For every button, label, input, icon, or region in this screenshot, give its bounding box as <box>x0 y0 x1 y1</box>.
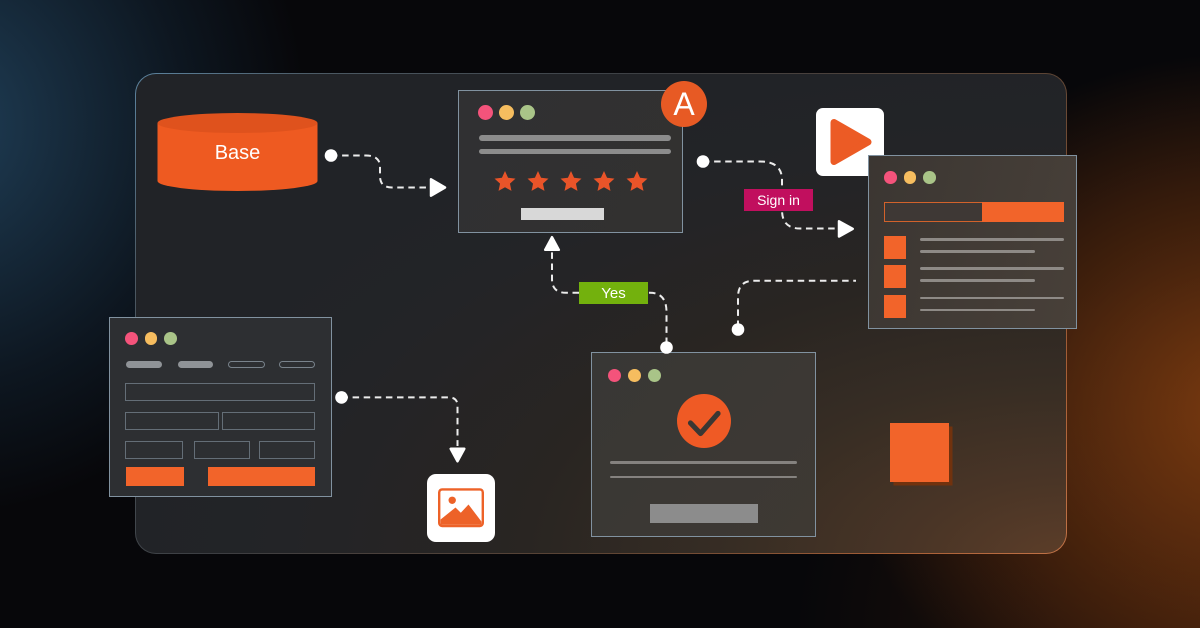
text-line-placeholder <box>919 296 1064 300</box>
tab-placeholder <box>227 361 265 368</box>
text-line-placeholder <box>919 250 1035 253</box>
star-icon <box>626 171 647 191</box>
traffic-light-close-icon <box>884 171 897 184</box>
avatar-letter: A <box>673 86 695 122</box>
input-field-placeholder[interactable] <box>125 411 219 430</box>
text-line-placeholder <box>479 135 671 141</box>
star-icon <box>560 171 581 191</box>
traffic-light-zoom-icon <box>164 332 177 345</box>
traffic-light-minimize-icon <box>144 332 158 345</box>
list-item-thumbnail <box>884 294 906 318</box>
text-line-placeholder <box>479 148 671 155</box>
traffic-light-close-icon <box>478 105 493 120</box>
star-icon <box>527 171 548 191</box>
star-icon <box>494 171 515 191</box>
traffic-light-minimize-icon <box>499 105 514 120</box>
yes-badge[interactable]: Yes <box>579 282 648 304</box>
tab-placeholder <box>278 361 315 368</box>
list-item <box>884 265 1064 288</box>
yes-label: Yes <box>601 284 626 302</box>
review-window <box>458 90 683 233</box>
star-icon <box>593 171 614 191</box>
submit-button-placeholder[interactable] <box>521 208 604 220</box>
text-line-placeholder <box>919 267 1064 270</box>
input-field-placeholder[interactable] <box>125 441 183 459</box>
input-field-placeholder[interactable] <box>194 441 250 459</box>
tab-placeholder <box>177 361 213 368</box>
confirm-button-placeholder[interactable] <box>650 504 758 523</box>
database-cylinder-icon <box>157 113 318 191</box>
database-label: Base <box>214 142 261 164</box>
progress-bar-fill <box>982 202 1064 222</box>
window-traffic-lights <box>608 369 661 382</box>
traffic-light-close-icon <box>608 369 621 382</box>
play-icon <box>830 119 872 165</box>
traffic-light-minimize-icon <box>903 171 916 184</box>
avatar-badge: A <box>661 81 707 127</box>
checkmark-icon <box>687 410 721 437</box>
traffic-light-zoom-icon <box>648 369 661 382</box>
confirmation-window <box>591 352 816 537</box>
list-item <box>884 294 1064 318</box>
sign-in-label: Sign in <box>757 192 800 208</box>
progress-window <box>868 155 1077 329</box>
sign-in-badge[interactable]: Sign in <box>744 189 813 211</box>
form-button-placeholder[interactable] <box>208 467 315 486</box>
traffic-light-close-icon <box>125 332 138 345</box>
text-line-placeholder <box>919 279 1035 282</box>
form-button-placeholder[interactable] <box>126 467 184 486</box>
success-check-circle <box>677 394 731 448</box>
form-window <box>109 317 332 497</box>
traffic-light-zoom-icon <box>520 105 535 120</box>
image-icon <box>438 488 484 528</box>
text-line-placeholder <box>919 238 1064 241</box>
window-traffic-lights <box>125 332 177 345</box>
image-placeholder-tile <box>427 474 495 542</box>
accent-square <box>890 423 949 482</box>
input-field-placeholder[interactable] <box>259 441 315 459</box>
window-traffic-lights <box>884 171 936 184</box>
progress-bar <box>884 202 1064 222</box>
star-rating <box>459 171 682 192</box>
list-item-thumbnail <box>884 236 906 259</box>
text-line-placeholder <box>919 308 1035 312</box>
traffic-light-minimize-icon <box>628 369 641 382</box>
window-traffic-lights <box>478 105 535 120</box>
text-line-placeholder <box>610 461 797 464</box>
input-field-placeholder[interactable] <box>125 383 315 401</box>
list-item-thumbnail <box>884 265 906 288</box>
list-item <box>884 236 1064 259</box>
text-line-placeholder <box>610 475 797 479</box>
input-field-placeholder[interactable] <box>221 411 315 430</box>
traffic-light-zoom-icon <box>923 171 936 184</box>
tab-placeholder <box>126 361 162 368</box>
